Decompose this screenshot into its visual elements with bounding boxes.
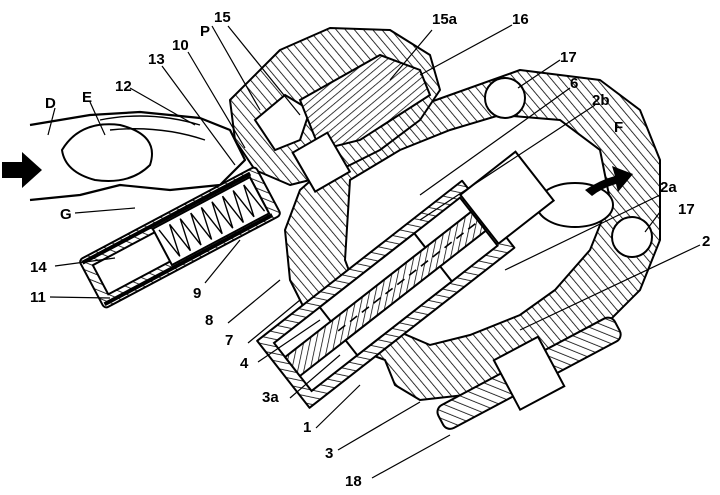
label-2b: 2b xyxy=(592,92,610,109)
label-16: 16 xyxy=(512,11,529,28)
label-12: 12 xyxy=(115,78,132,95)
label-15: 15 xyxy=(214,9,231,26)
label-15a: 15a xyxy=(432,11,458,28)
label-8: 8 xyxy=(205,312,213,329)
spring-assembly xyxy=(79,166,281,309)
valve-cap xyxy=(291,131,352,194)
label-9: 9 xyxy=(193,285,201,302)
label-18: 18 xyxy=(345,473,362,490)
label-g: G xyxy=(60,206,72,223)
label-f: F xyxy=(614,119,623,136)
label-3: 3 xyxy=(325,445,333,462)
label-7: 7 xyxy=(225,332,233,349)
label-e: E xyxy=(82,89,92,106)
label-11: 11 xyxy=(30,289,46,306)
sprocket-18 xyxy=(436,316,622,430)
label-3a: 3a xyxy=(262,389,279,406)
bolt-17-lower xyxy=(611,216,653,258)
label-1: 1 xyxy=(303,419,311,436)
label-14: 14 xyxy=(30,259,47,276)
outlet-arrow-icon xyxy=(585,166,633,196)
label-4: 4 xyxy=(240,355,249,372)
label-p: P xyxy=(200,23,210,40)
label-13: 13 xyxy=(148,51,165,68)
leader-lines xyxy=(47,24,701,479)
bolt-17-upper xyxy=(484,77,526,119)
label-6: 6 xyxy=(570,75,578,92)
label-d: D xyxy=(45,95,56,112)
label-2a: 2a xyxy=(660,179,677,196)
label-17-lower: 17 xyxy=(678,201,695,218)
valve-chamber-p xyxy=(253,93,312,152)
label-10: 10 xyxy=(172,37,189,54)
inlet-arrow-icon xyxy=(2,152,42,188)
label-17-upper: 17 xyxy=(560,49,577,66)
intake-chamber-e xyxy=(60,123,153,182)
shaft-assembly xyxy=(256,150,556,409)
label-2: 2 xyxy=(702,233,710,250)
